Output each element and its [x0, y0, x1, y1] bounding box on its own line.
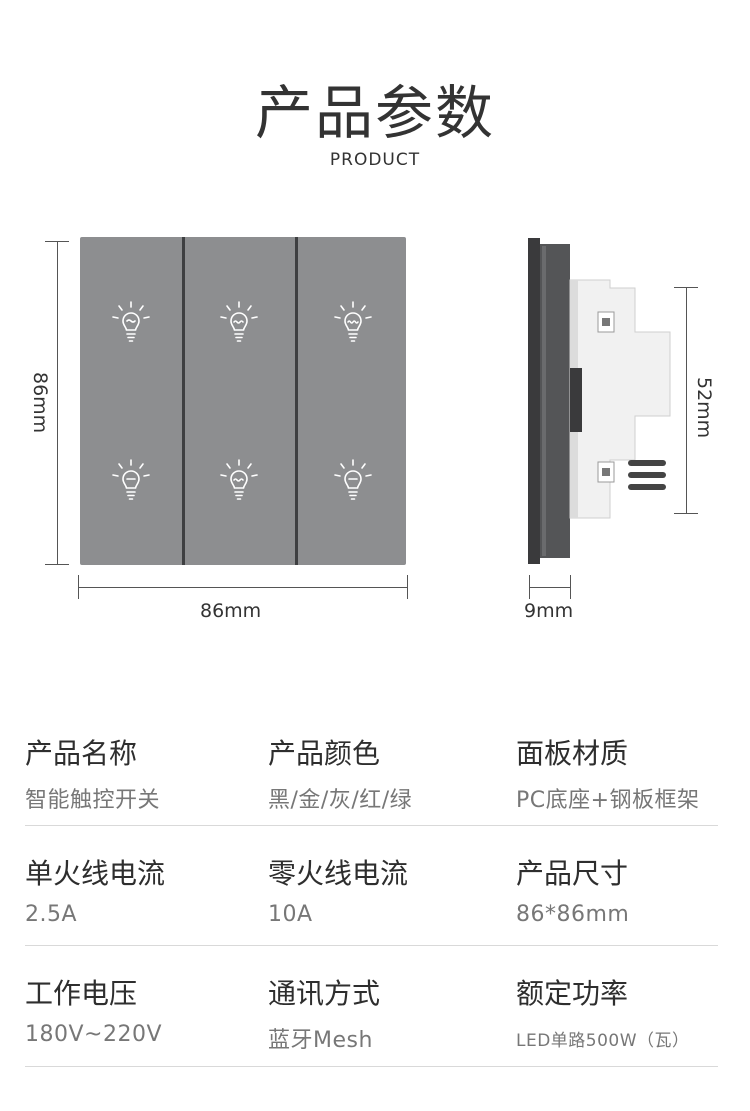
spec-item: 额定功率 LED单路500W（瓦）: [516, 972, 690, 1051]
spec-item: 单火线电流 2.5A: [25, 852, 165, 927]
light-bulb-icon: [220, 301, 258, 342]
spec-value: 黑/金/灰/红/绿: [268, 788, 413, 813]
panel-separator: [295, 237, 298, 565]
dimension-cap: [45, 564, 69, 565]
spec-value: 蓝牙Mesh: [268, 1028, 373, 1053]
light-bulb-icon: [334, 301, 372, 342]
spec-label: 额定功率: [516, 977, 629, 1010]
light-bulb-icon: [112, 301, 150, 342]
front-width-label: 86mm: [200, 600, 262, 622]
light-bulb-icon: [112, 459, 150, 500]
spec-value: LED单路500W（瓦）: [516, 1031, 690, 1051]
spec-item: 产品尺寸 86*86mm: [516, 852, 629, 927]
front-height-label: 86mm: [29, 372, 51, 434]
spec-value: PC底座+钢板框架: [516, 788, 700, 813]
dimension-cap: [45, 241, 69, 242]
spec-label: 产品尺寸: [516, 857, 629, 890]
spec-label: 面板材质: [516, 737, 629, 770]
page-subtitle: PRODUCT: [329, 150, 421, 170]
spec-label: 通讯方式: [268, 977, 381, 1010]
width-dimension-line: [78, 587, 407, 588]
spec-item: 通讯方式 蓝牙Mesh: [268, 972, 380, 1054]
spec-item: 零火线电流 10A: [268, 852, 408, 927]
spec-value: 10A: [268, 902, 313, 927]
dimension-cap: [674, 287, 698, 288]
switch-side-view: [528, 238, 671, 564]
light-bulb-icon: [220, 459, 258, 500]
spec-label: 单火线电流: [25, 857, 166, 890]
depth-dimension-line: [529, 587, 570, 588]
spec-value: 智能触控开关: [25, 788, 161, 813]
page-title: 产品参数: [254, 79, 495, 147]
row-divider: [25, 945, 718, 946]
panel-separator: [182, 237, 185, 565]
spec-item: 产品名称 智能触控开关: [25, 732, 160, 814]
spec-value: 180V~220V: [25, 1022, 163, 1047]
row-divider: [25, 825, 718, 826]
spec-value: 2.5A: [25, 902, 78, 927]
dimension-cap: [674, 513, 698, 514]
spec-item: 面板材质 PC底座+钢板框架: [516, 732, 700, 814]
module-height-dimension-line: [686, 287, 687, 513]
spec-label: 零火线电流: [268, 857, 409, 890]
dimension-cap: [570, 575, 571, 599]
spec-item: 产品颜色 黑/金/灰/红/绿: [268, 732, 412, 814]
height-dimension-line: [57, 241, 58, 564]
dimension-cap: [78, 575, 79, 599]
dimension-cap: [529, 575, 530, 599]
side-depth-label: 9mm: [524, 600, 574, 622]
dimension-cap: [407, 575, 408, 599]
spec-value: 86*86mm: [516, 902, 630, 927]
light-bulb-icon: [334, 459, 372, 500]
spec-item: 工作电压 180V~220V: [25, 972, 162, 1047]
side-height-label: 52mm: [693, 377, 715, 439]
spec-label: 工作电压: [25, 977, 138, 1010]
row-divider: [25, 1066, 718, 1067]
spec-label: 产品名称: [25, 737, 138, 770]
spec-label: 产品颜色: [268, 737, 381, 770]
switch-front-panel: [80, 237, 406, 565]
